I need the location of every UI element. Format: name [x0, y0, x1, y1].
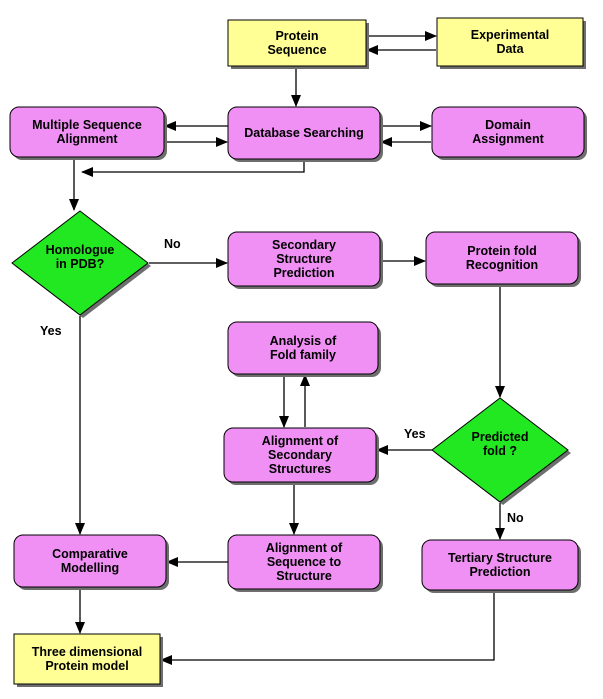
node-label: Prediction — [273, 266, 334, 280]
process-box — [227, 321, 379, 375]
node-label: Fold family — [270, 348, 336, 362]
node-label: Data — [496, 42, 524, 56]
process-box — [227, 231, 381, 287]
node-label: Alignment — [56, 132, 118, 146]
io-box — [13, 633, 161, 685]
node-label: Protein fold — [467, 244, 536, 258]
node-label: Protein — [275, 29, 318, 43]
node-label: Secondary — [272, 238, 336, 252]
edge-label-yes: Yes — [40, 324, 62, 338]
process-box — [9, 106, 165, 158]
node-label: Structure — [276, 569, 332, 583]
process-box — [13, 534, 167, 588]
node-label: in PDB? — [56, 257, 105, 271]
connectors — [69, 31, 505, 665]
edge-label-no: No — [164, 237, 181, 251]
decision-diamond — [431, 397, 569, 503]
node-label: Domain — [485, 118, 531, 132]
node-label: Modelling — [61, 561, 119, 575]
process-box — [421, 539, 579, 591]
node-label: Homologue — [46, 243, 115, 257]
node-label: Database Searching — [244, 126, 364, 140]
node-label: Multiple Sequence — [32, 118, 142, 132]
process-box — [223, 427, 377, 483]
process-box — [425, 231, 579, 285]
io-box — [436, 17, 584, 67]
node-label: Prediction — [469, 565, 530, 579]
node-label: Tertiary Structure — [448, 551, 552, 565]
process-box — [227, 534, 381, 590]
node-label: Structure — [276, 252, 332, 266]
node-label: Predicted — [472, 430, 529, 444]
node-label: fold ? — [483, 444, 517, 458]
node-label: Comparative — [52, 547, 128, 561]
node-label: Protein model — [45, 659, 128, 673]
node-label: Experimental — [471, 28, 550, 42]
process-box — [431, 106, 585, 158]
node-label: Recognition — [466, 258, 538, 272]
node-label: Secondary — [268, 448, 332, 462]
node-database-searching: Database Searching — [227, 106, 383, 162]
node-label: Assignment — [472, 132, 544, 146]
decision-diamond — [11, 210, 149, 316]
edge-label-no: No — [507, 511, 524, 525]
node-label: Sequence to — [267, 555, 342, 569]
arrow-database-searching-to-msa — [81, 160, 305, 177]
node-label: Alignment of — [266, 541, 343, 555]
node-label: Alignment of — [262, 434, 339, 448]
process-box — [227, 106, 381, 160]
node-label: Sequence — [267, 43, 326, 57]
node-label: Analysis of — [270, 334, 338, 348]
node-label: Three dimensional — [32, 645, 142, 659]
arrow-tertiary-to-three-d — [160, 591, 495, 665]
io-box — [227, 19, 367, 67]
edge-label-yes: Yes — [404, 427, 426, 441]
node-label: Structures — [269, 462, 332, 476]
